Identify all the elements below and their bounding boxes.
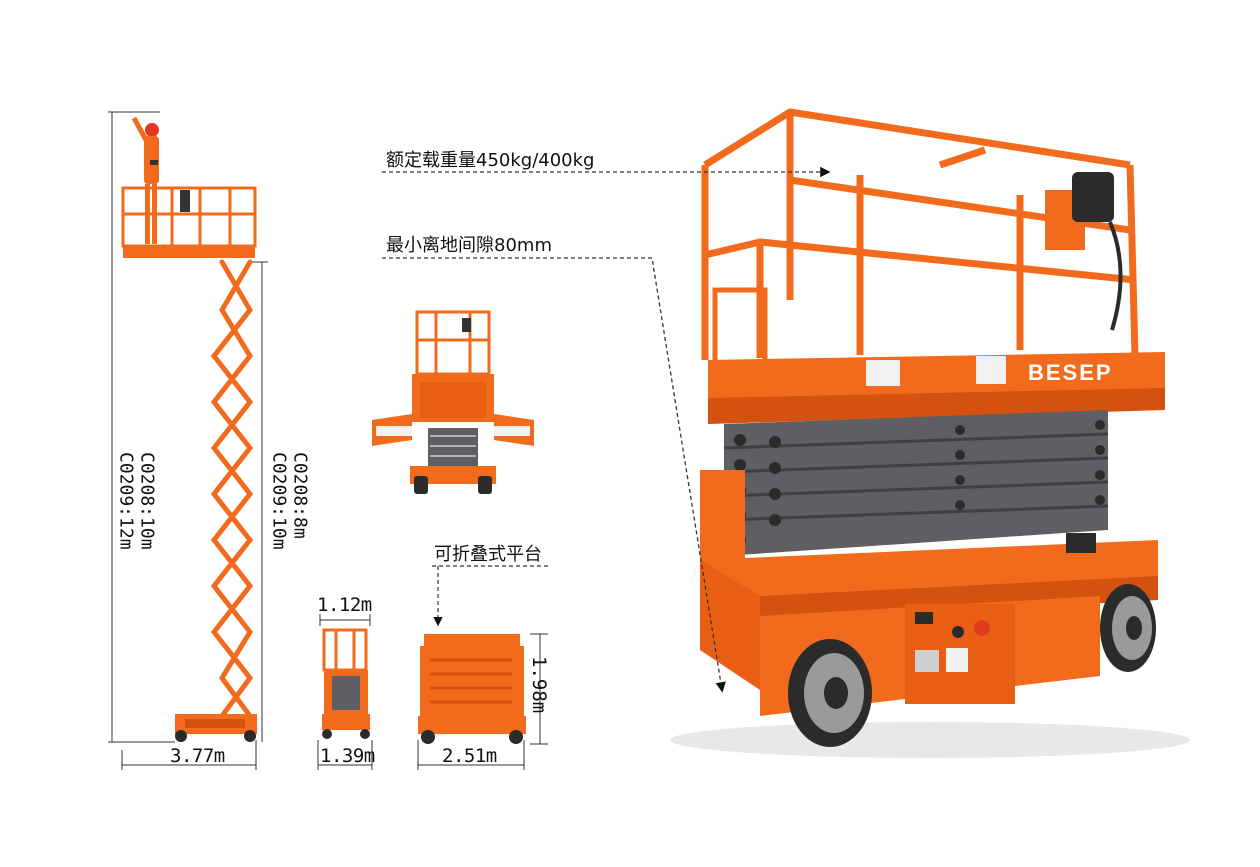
mecanum-wheel-front xyxy=(788,639,872,747)
side-view-stowed xyxy=(417,565,550,770)
mecanum-wheel-rear xyxy=(1100,584,1156,672)
stowed-length-label: 2.51m xyxy=(442,745,497,767)
worker-figure xyxy=(131,116,159,244)
max-height-label: C0208:10m C0209:12m xyxy=(115,452,158,550)
front-view-extended-deck xyxy=(372,310,534,494)
length-label: 3.77m xyxy=(170,745,225,767)
platform-height-label: C0208:8m C0209:10m xyxy=(268,452,311,550)
clearance-label: 最小离地间隙80mm xyxy=(386,235,552,256)
scissor-lift-main-product xyxy=(670,108,1190,758)
platform-width-label: 1.12m xyxy=(317,594,372,616)
clearance-callout-line xyxy=(382,257,726,693)
front-view-stowed xyxy=(317,614,373,770)
foldable-platform-label: 可折叠式平台 xyxy=(434,544,542,565)
extended-lift-side-view xyxy=(108,111,268,770)
brand-logo: BESEP xyxy=(1028,360,1113,385)
width-label: 1.39m xyxy=(320,745,375,767)
stowed-height-label: 1.98m xyxy=(528,656,550,714)
capacity-label: 额定载重量450kg/400kg xyxy=(386,150,595,171)
